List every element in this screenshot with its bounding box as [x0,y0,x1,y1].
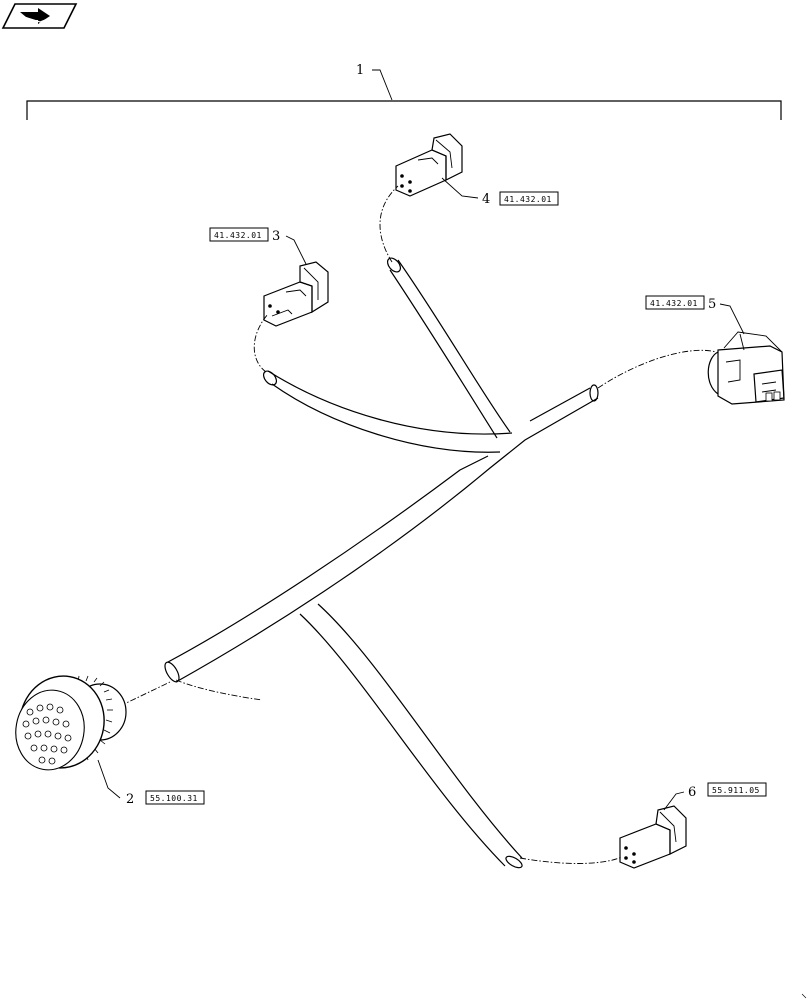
ref-box-item-2[interactable] [145,790,205,805]
round-connector-item-2 [15,675,127,771]
ref-box-item-6[interactable] [707,782,767,797]
callout-4: 4 [482,192,490,207]
connector-item-3 [263,261,329,327]
ref-label-item-2: 55.100.31 [150,794,198,803]
harness-tubes [164,257,599,869]
ref-box-item-4[interactable] [499,191,559,206]
callout-2: 2 [126,792,134,807]
corner-mark [801,993,807,999]
ref-box-item-3[interactable] [209,227,269,242]
connector-item-6 [619,805,687,869]
ref-label-item-5: 41.432.01 [650,299,698,308]
callout-6: 6 [688,785,696,800]
connector-item-5 [707,331,785,405]
ref-box-item-5[interactable] [645,295,705,310]
ref-label-item-6: 55.911.05 [712,786,760,795]
connector-item-4 [395,133,463,197]
ref-label-item-3: 41.432.01 [214,231,262,240]
callout-3: 3 [272,229,280,244]
assembly-bracket [26,69,782,120]
ref-label-item-4: 41.432.01 [504,195,552,204]
callout-5: 5 [708,297,716,312]
callout-1: 1 [356,63,364,78]
next-page-arrow-icon[interactable] [1,3,78,29]
